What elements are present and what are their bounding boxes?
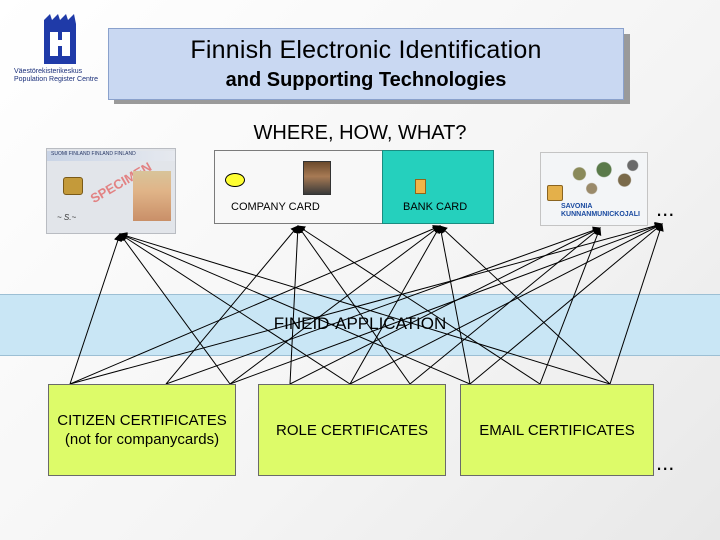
- connection-arrow: [229, 225, 441, 385]
- citizen-certificates-note: (not for companycards): [64, 431, 220, 448]
- chip-icon: [415, 179, 426, 194]
- logo-text-en: Population Register Centre: [14, 76, 99, 83]
- connection-arrow: [69, 225, 441, 385]
- logo-text-fi: Väestörekisterikeskus: [14, 68, 83, 75]
- other-card: SAVONIA KUNNANMUNICKOJALI: [540, 152, 648, 226]
- connection-arrow: [119, 233, 351, 385]
- portrait-photo-icon: [303, 161, 331, 195]
- connection-arrow: [165, 226, 601, 385]
- email-certificates-box: EMAIL CERTIFICATES: [460, 384, 654, 476]
- connection-arrow: [229, 222, 663, 385]
- portrait-photo-icon: [133, 171, 171, 221]
- bank-card: BANK CARD: [382, 150, 494, 224]
- email-certificates-label: EMAIL CERTIFICATES: [479, 421, 635, 439]
- citizen-certificates-title: CITIZEN CERTIFICATES: [57, 412, 227, 429]
- signature-icon: ~ S.~: [57, 213, 77, 222]
- connection-arrow: [69, 221, 663, 385]
- connection-arrow: [289, 225, 302, 385]
- connection-arrow: [439, 225, 611, 385]
- role-certificates-label: ROLE CERTIFICATES: [276, 421, 428, 439]
- citizen-certificates-box: CITIZEN CERTIFICATES (not for companycar…: [48, 384, 236, 476]
- connection-arrow: [289, 227, 601, 385]
- connection-arrow: [297, 225, 541, 385]
- logo-emblem-icon: [44, 14, 76, 64]
- title-line-1: Finnish Electronic Identification: [190, 36, 542, 64]
- chip-icon: [63, 177, 83, 195]
- connection-arrow: [409, 227, 601, 385]
- company-card-label: COMPANY CARD: [231, 201, 320, 213]
- connection-arrow: [349, 223, 663, 385]
- connection-arrow: [469, 223, 663, 385]
- subtitle: WHERE, HOW, WHAT?: [253, 122, 467, 144]
- connection-arrow: [609, 223, 664, 385]
- connection-arrow: [437, 225, 471, 385]
- connection-arrow: [165, 225, 299, 385]
- card-illustration-icon: [563, 157, 645, 199]
- id-card-header: SUOMI FINLAND FINLAND FINLAND: [47, 151, 175, 161]
- fineid-application-label: FINEID-APPLICATION: [273, 314, 447, 333]
- company-card: COMPANY CARD: [214, 150, 384, 224]
- role-certificates-box: ROLE CERTIFICATES: [258, 384, 446, 476]
- other-card-label: SAVONIA KUNNANMUNICKOJALI: [561, 203, 640, 218]
- chip-icon: [547, 185, 563, 201]
- connection-arrow: [119, 233, 231, 385]
- bank-card-label: BANK CARD: [403, 201, 468, 213]
- oval-chip-icon: [225, 173, 245, 187]
- fineid-application-band: [0, 294, 720, 356]
- citizen-id-card: SUOMI FINLAND FINLAND FINLAND SPECIMEN ~…: [46, 148, 176, 234]
- connection-arrow: [119, 232, 611, 385]
- title-line-2: and Supporting Technologies: [225, 69, 507, 91]
- connection-arrow: [349, 225, 441, 385]
- title-box: Finnish Electronic Identification and Su…: [108, 28, 624, 100]
- more-cards-ellipsis: ...: [656, 196, 675, 221]
- population-register-logo: Väestörekisterikeskus Population Registe…: [14, 10, 106, 90]
- connection-arrow: [297, 225, 411, 385]
- more-certificates-ellipsis: ...: [656, 450, 675, 475]
- connection-arrow: [119, 233, 471, 385]
- connection-arrow: [539, 227, 602, 385]
- connection-arrow: [69, 233, 122, 385]
